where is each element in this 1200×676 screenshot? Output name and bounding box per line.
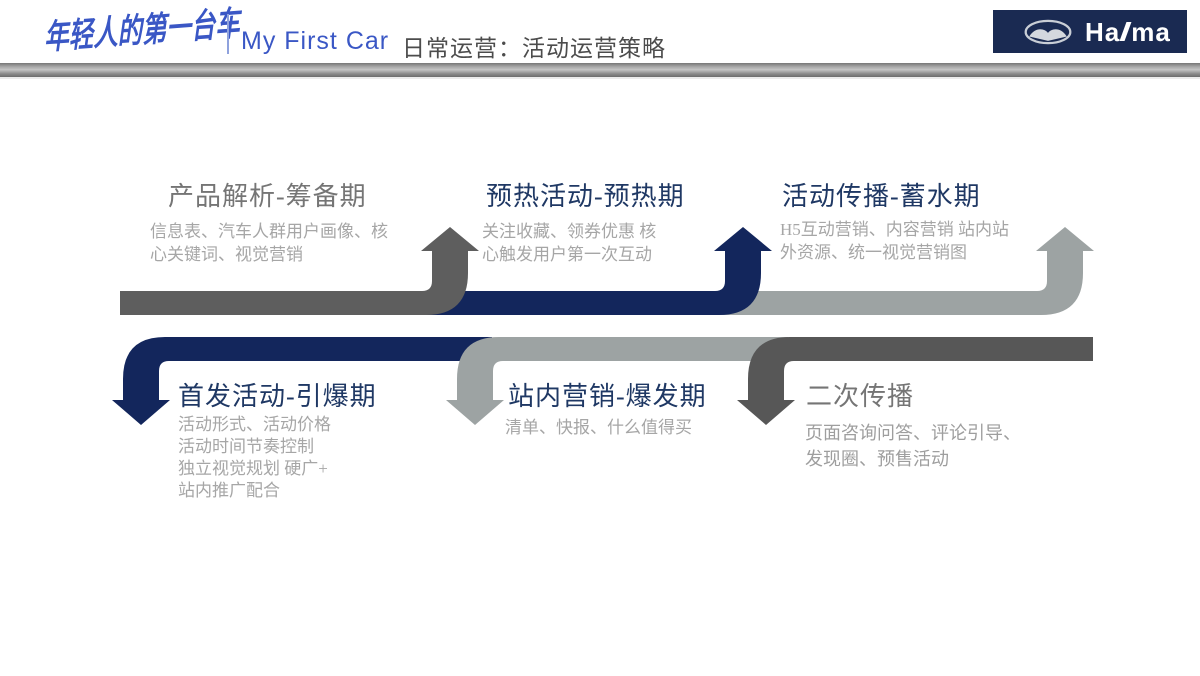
stage-title-1: 产品解析-筹备期: [168, 182, 367, 211]
slide-header: 年轻人的第一台车 My First Car 日常运营：活动运营策略 Ha ma: [0, 0, 1200, 63]
brand-english-name: My First Car: [241, 27, 390, 55]
page-title: 日常运营：活动运营策略: [402, 36, 666, 61]
stage-title-6: 二次传播: [806, 382, 915, 411]
haima-logo: Ha ma: [993, 10, 1187, 53]
stage-body-5: 清单、快报、什么值得买: [505, 418, 692, 437]
flow-arrow-spread: [718, 227, 1094, 315]
stage-body-4: 活动形式、活动价格 活动时间节奏控制 独立视觉规划 硬广+ 站内推广配合: [178, 415, 331, 500]
metallic-divider: [0, 63, 1200, 79]
flow-arrow-onsite: [446, 337, 788, 425]
haima-text-left: Ha: [1085, 16, 1121, 47]
haima-wordmark: Ha ma: [1085, 19, 1171, 45]
stage-body-2: 关注收藏、领券优惠 核 心触发用户第一次互动: [482, 222, 657, 264]
flow-arrow-warmup: [425, 227, 772, 315]
flow-arrow-preparation: [120, 227, 479, 315]
flow-arrow-secondary: [737, 337, 1093, 425]
haima-emblem-icon: [1024, 19, 1072, 44]
flow-arrow-launch: [112, 337, 492, 425]
stage-body-6: 页面咨询问答、评论引导、 发现圈、预售活动: [805, 423, 1021, 469]
stage-body-3: H5互动营销、内容营销 站内站 外资源、统一视觉营销图: [780, 220, 1010, 262]
stage-title-3: 活动传播-蓄水期: [782, 182, 981, 211]
stage-body-1: 信息表、汽车人群用户画像、核 心关键词、视觉营销: [150, 222, 388, 264]
stage-title-2: 预热活动-预热期: [486, 182, 685, 211]
stage-title-5: 站内营销-爆发期: [508, 382, 707, 411]
stage-title-4: 首发活动-引爆期: [178, 382, 377, 411]
brand-divider: [227, 14, 229, 54]
haima-text-right: ma: [1131, 16, 1171, 47]
